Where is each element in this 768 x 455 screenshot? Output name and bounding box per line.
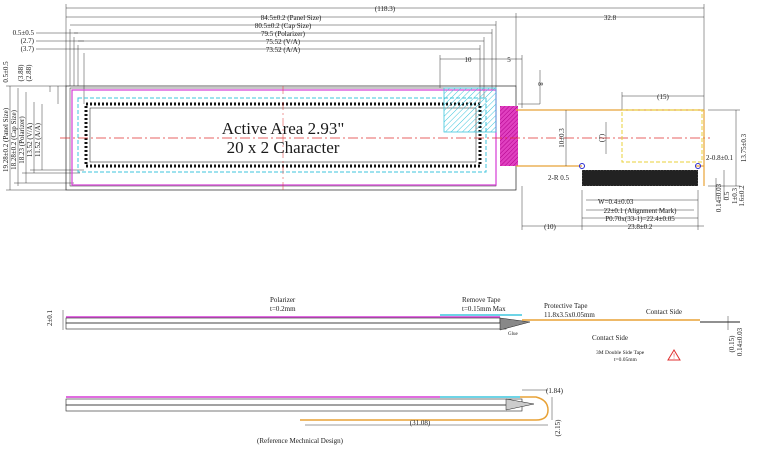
dim-polarizer-height: 18.23 (Polarizer) — [18, 116, 26, 164]
remove-tape-hatch — [500, 106, 518, 166]
horizontal-dimension-lines — [36, 4, 705, 170]
dim-corner-radius: 2-R 0.5 — [548, 174, 570, 182]
protective-tape-label: Protective Tape — [544, 302, 588, 310]
top-view: Active Area 2.93" 20 x 2 Character (118.… — [2, 4, 748, 231]
fpc-bent — [300, 396, 549, 421]
contact-side-top: Contact Side — [646, 308, 682, 316]
fold-height: (2.15) — [554, 419, 562, 437]
glass-bottom-2 — [65, 404, 523, 412]
dim-pitch: P0.70x(33-1)=22.4±0.05 — [605, 215, 675, 223]
protective-tape-size: 11.8x3.5x0.05mm — [544, 311, 595, 319]
fpc-dimension-lines — [518, 70, 740, 230]
side-view-2: (1.84) (31.08) (2.15) — [65, 387, 564, 437]
double-tape-thickness: t=0.05mm — [614, 357, 638, 363]
dim-fpc-height: 10±0.3 — [558, 128, 566, 148]
dim-cap-height: 18.28±0.2 (Cap Size) — [10, 109, 18, 170]
glass-top — [65, 317, 501, 324]
polarizer-label: Polarizer — [270, 296, 296, 304]
dim-fpc-length: 32.8 — [604, 14, 617, 22]
alignment-hole-right — [695, 163, 701, 169]
dim-offset-b: (2.7) — [21, 37, 35, 45]
contact-side-bottom: Contact Side — [592, 334, 628, 342]
dim-v-388: (3.88) — [17, 64, 25, 82]
fpc-pad-gaps — [581, 169, 699, 187]
dim-va-width: 75.52 (V/A) — [266, 38, 301, 46]
warning-icon — [667, 349, 681, 361]
polarizer-outline — [71, 89, 497, 186]
dim-v-288: (2.88) — [25, 64, 33, 82]
dim-va-height: 13.52 (V/A) — [26, 122, 34, 157]
dim-fpc-width: 23.8±0.2 — [628, 223, 653, 231]
active-area-title: Active Area 2.93" — [222, 119, 345, 138]
stiffener-outline — [621, 109, 703, 163]
dim-pad-width: W=0.4±0.03 — [598, 198, 634, 206]
hatched-tape-area — [443, 87, 497, 133]
viewing-area-outline — [77, 97, 487, 173]
dim-tab-width: 5 — [507, 56, 511, 64]
dim-pad-c: 0.5 — [723, 191, 731, 200]
double-tape-label: 3M Double Side Tape — [596, 350, 645, 356]
dim-pad-b: 1±0.3 — [731, 187, 739, 204]
dim-fpc-offset: (10) — [544, 223, 556, 231]
dim-fpc-total-height: 13.75±0.3 — [740, 133, 748, 162]
warning-icon-mark: ! — [673, 353, 675, 361]
glue-wedge-2 — [505, 398, 535, 411]
dim-polarizer-width: 79.5 (Polarizer) — [261, 30, 306, 38]
dim-alignment-mark: 22±0.1 (Alignment Mark) — [604, 207, 678, 215]
glue-label: Glue — [508, 332, 519, 337]
dim-v-offset: 0.5±0.5 — [2, 61, 10, 83]
fpc-contact-pads — [582, 170, 698, 186]
fpc-thickness-ref: (0.15) — [728, 335, 736, 353]
drawing-caption: (Reference Mechnical Design) — [257, 437, 344, 445]
alignment-hole-left — [579, 163, 585, 169]
dim-tab-offset: 8 — [536, 82, 544, 86]
dim-cap-width: 80.5±0.2 (Cap Size) — [255, 22, 312, 30]
dim-pad-a: 1.6±0.2 — [738, 185, 746, 207]
remove-tape-thickness: t=0.15mm Max — [462, 305, 506, 313]
dim-offset-c: (3.7) — [21, 45, 35, 53]
dim-hole-dia: 2-0.8±0.1 — [706, 154, 734, 162]
glue-wedge — [499, 317, 531, 331]
vertical-dimension-lines — [6, 85, 84, 191]
fpc-tail — [516, 109, 705, 187]
dim-stiffener-height: (7) — [598, 133, 606, 142]
dim-stiffener-width: (15) — [657, 93, 669, 101]
glass-bottom — [65, 322, 507, 330]
active-area-subtitle: 20 x 2 Character — [227, 138, 340, 157]
dim-panel-height: 19.28±0.2 (Panel Size) — [2, 107, 10, 172]
fold-length: (31.08) — [410, 419, 431, 427]
side-view-1: ! 2±0.1 Polarizer t=0.2mm Remove Tape t=… — [46, 296, 744, 363]
bend-dim: (1.84) — [546, 387, 564, 395]
panel-thickness: 2±0.1 — [46, 309, 54, 326]
dim-panel-width: 84.5±0.2 (Panel Size) — [261, 14, 322, 22]
fpc-thickness: 0.14±0.03 — [736, 327, 744, 356]
dim-tape-width: 10 — [465, 56, 473, 64]
dim-aa-width: 73.52 (A/A) — [266, 46, 301, 54]
dim-overall-width: (118.3) — [375, 5, 396, 13]
polarizer-thickness: t=0.2mm — [270, 305, 296, 313]
dim-offset-a: 0.5±0.5 — [13, 29, 35, 37]
dim-aa-height: 11.52 (A/A) — [34, 122, 42, 157]
dim-pad-d: 0.14±0.03 — [715, 183, 723, 212]
glass-top-2 — [65, 398, 523, 406]
remove-tape-label: Remove Tape — [462, 296, 500, 304]
